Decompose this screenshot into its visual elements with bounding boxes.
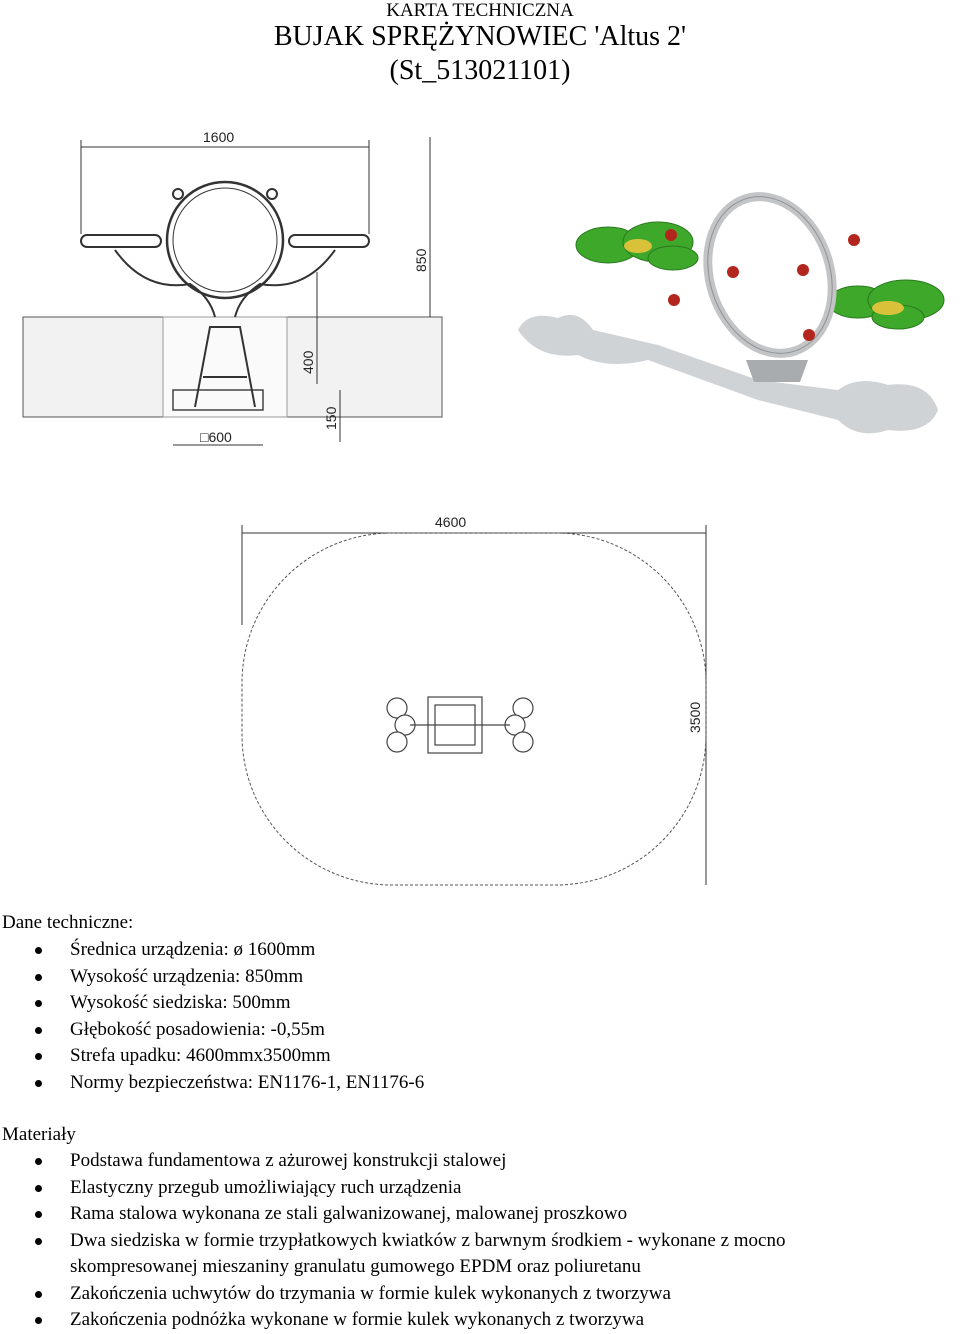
render-ball-5: [848, 234, 860, 246]
materials-list: Podstawa fundamentowa z ażurowej konstru…: [0, 1148, 958, 1334]
render-ball-6: [803, 329, 815, 341]
dim-height-label: 850: [413, 248, 429, 272]
tech-item: Wysokość siedziska: 500mm: [0, 990, 958, 1017]
render-ring-inner: [707, 196, 833, 354]
render-ring: [703, 192, 837, 358]
foundation-pit: [162, 316, 288, 418]
material-item: Rama stalowa wykonana ze stali galwanizo…: [0, 1201, 958, 1228]
arm-right: [234, 249, 336, 318]
material-item: Podstawa fundamentowa z ażurowej konstru…: [0, 1148, 958, 1175]
seat-right: [288, 234, 370, 248]
material-item: Zakończenia podnóżka wykonane w formie k…: [0, 1307, 958, 1334]
zone-dim-height-label: 3500: [687, 702, 703, 733]
product-render: [518, 192, 945, 434]
dim-width-label: 1600: [203, 129, 234, 145]
tech-data-list: Średnica urządzenia: ø 1600mm Wysokość u…: [0, 937, 958, 1096]
dim-footprint-label: □600: [200, 429, 232, 445]
safety-zone-drawing: 4600 3500: [241, 514, 707, 886]
material-item: Elastyczny przegub umożliwiający ruch ur…: [0, 1175, 958, 1202]
zone-device-plan: [386, 696, 534, 754]
material-item: Dwa siedziska w formie trzypłatkowych kw…: [0, 1228, 958, 1281]
tech-item: Średnica urządzenia: ø 1600mm: [0, 937, 958, 964]
ground-left: [22, 316, 164, 418]
dim-total-depth-label: 550: [452, 373, 455, 397]
zone-dim-width-label: 4600: [435, 514, 466, 530]
tech-data-title: Dane techniczne:: [2, 912, 134, 933]
materials-title: Materiały: [2, 1124, 76, 1145]
doc-type-title: KARTA TECHNICZNA: [386, 0, 574, 21]
foundation-base: [172, 389, 264, 411]
ring-frame-inner: [172, 187, 278, 293]
handle-ball-left: [172, 188, 184, 200]
tech-item: Normy bezpieczeństwa: EN1176-1, EN1176-6: [0, 1070, 958, 1097]
arm-left: [114, 249, 216, 318]
support-frame: [194, 326, 256, 408]
fall-zone-outline: [241, 532, 707, 886]
render-ball-2: [668, 294, 680, 306]
ground-right: [286, 316, 443, 418]
dim-base-label: 150: [323, 406, 339, 430]
product-code: (St_513021101): [389, 55, 571, 86]
render-ball-1: [665, 229, 677, 241]
product-name: BUJAK SPRĘŻYNOWIEC 'Altus 2': [273, 21, 687, 52]
tech-item: Głębokość posadowienia: -0,55m: [0, 1017, 958, 1044]
render-shadow: [518, 314, 938, 434]
render-seat-right: [827, 279, 945, 330]
tech-item: Strefa upadku: 4600mmx3500mm: [0, 1043, 958, 1070]
handle-ball-right: [266, 188, 278, 200]
dim-foundation-label: 400: [300, 350, 316, 374]
material-item: Zakończenia uchwytów do trzymania w form…: [0, 1281, 958, 1308]
tech-item: Wysokość urządzenia: 850mm: [0, 964, 958, 991]
render-ball-4: [797, 264, 809, 276]
ring-frame: [165, 180, 285, 300]
seat-left: [80, 234, 162, 248]
render-ball-3: [727, 266, 739, 278]
render-base: [746, 360, 808, 382]
side-elevation-drawing: 1600 850 400 550 150 □600: [22, 129, 455, 446]
render-seat-left: [575, 221, 699, 271]
